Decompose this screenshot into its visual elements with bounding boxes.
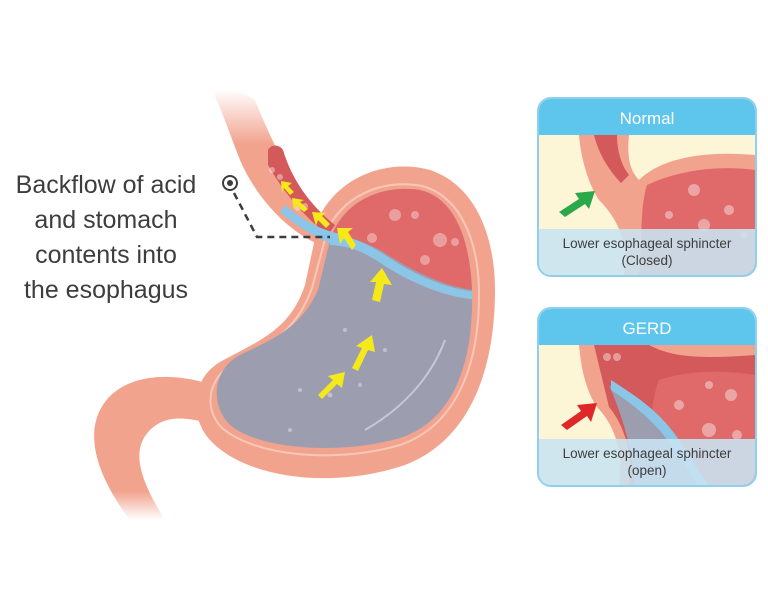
backflow-callout: Backflow of acid and stomach contents in…: [0, 168, 212, 308]
reflux-arrows: [281, 181, 392, 399]
panel-caption: Lower esophageal sphincter (open): [539, 439, 755, 485]
panel-title: GERD: [539, 309, 755, 345]
callout-line-1: Backflow of acid: [15, 171, 197, 199]
target-dot-icon: [222, 175, 238, 191]
callout-leader: [222, 175, 330, 239]
panel-title: Normal: [539, 99, 755, 135]
red-arrow-icon: [561, 403, 597, 430]
callout-line-4: the esophagus: [23, 276, 189, 304]
green-arrow-icon: [559, 191, 595, 217]
panel-normal: Normal Lower esophageal sphincter (Close…: [537, 97, 757, 277]
panel-caption: Lower esophageal sphincter (Closed): [539, 229, 755, 275]
callout-line-2: and stomach: [34, 206, 178, 234]
panel-gerd: GERD Lower esophageal sphincter (open): [537, 307, 757, 487]
duodenum: [94, 376, 231, 520]
callout-line-3: contents into: [35, 241, 177, 269]
